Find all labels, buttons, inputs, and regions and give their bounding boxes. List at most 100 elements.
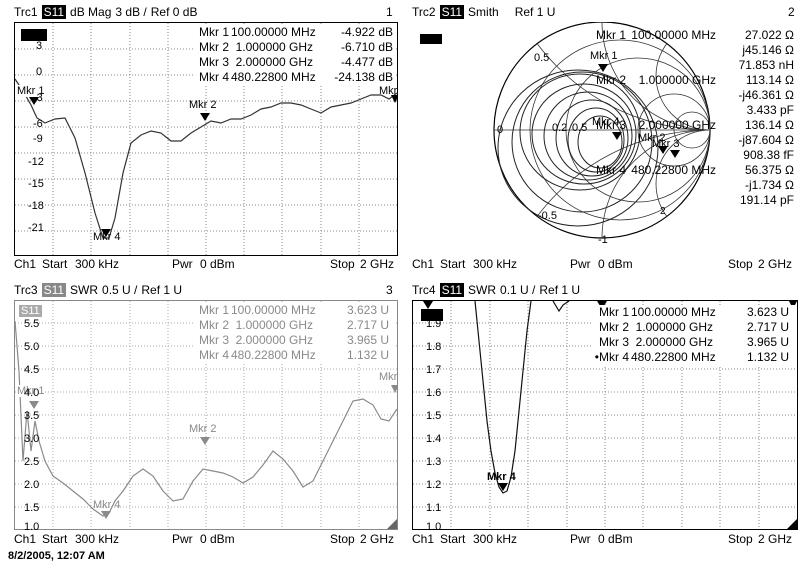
marker-row: 908.38 fF	[590, 148, 796, 163]
plot-label-mkr1: Mkr 1	[590, 50, 618, 62]
trace-line	[474, 301, 532, 494]
marker-row: -j46.361 Ω	[590, 88, 796, 103]
channel-label: Ch1	[412, 257, 435, 271]
start-freq[interactable]: 300 kHz	[75, 257, 120, 271]
marker-freq: 1.000000 GHz	[638, 73, 716, 87]
start-freq[interactable]: 300 kHz	[473, 257, 518, 271]
stop-freq[interactable]: 2 GHz	[758, 532, 793, 546]
marker-row: 71.853 nH	[590, 58, 796, 73]
stop-label: Stop	[330, 257, 355, 271]
marker-value: -24.138 dB	[334, 70, 393, 84]
marker-freq: 1.000000 GHz	[635, 320, 713, 334]
stop-freq[interactable]: 2 GHz	[360, 257, 395, 271]
y-tick: 5.5	[24, 318, 40, 330]
marker-3-triangle	[391, 95, 397, 103]
power-label: Pwr	[172, 257, 193, 271]
smith-label: 0.5	[572, 122, 588, 134]
y-tick: -6	[33, 118, 43, 130]
marker-freq: 100.00000 MHz	[631, 305, 716, 319]
marker-name: Mkr 1	[596, 28, 626, 42]
stop-freq[interactable]: 2 GHz	[758, 257, 793, 271]
marker-name: Mkr 3	[199, 333, 229, 347]
y-tick: 2.5	[24, 456, 40, 468]
y-tick: 5.0	[24, 341, 40, 353]
smith-label: 0	[497, 124, 504, 136]
start-label: Start	[42, 257, 68, 271]
power-value[interactable]: 0 dBm	[200, 532, 235, 546]
marker-name: Mkr 3	[596, 118, 626, 132]
format-label: dB Mag	[70, 5, 112, 19]
y-tick: -9	[33, 133, 43, 145]
y-tick: -3	[33, 92, 43, 104]
y-tick: -15	[28, 178, 44, 190]
marker-value: -6.710 dB	[340, 40, 393, 54]
stop-label: Stop	[330, 532, 355, 546]
marker-freq: 480.22800 MHz	[231, 348, 316, 362]
marker-value: -4.477 dB	[340, 55, 393, 69]
param-badge[interactable]: S11	[439, 283, 465, 297]
plot-label-mkr2: Mkr 2	[189, 423, 217, 435]
marker-value: 2.717 U	[346, 318, 389, 332]
y-tick: 1.9	[426, 318, 442, 330]
plot-label-mkr2: Mkr 2	[638, 132, 666, 144]
channel-label: Ch1	[14, 257, 37, 271]
marker-4-triangle	[612, 132, 622, 140]
ref-label: Ref 1 U	[539, 283, 581, 297]
param-badge[interactable]: S11	[439, 5, 465, 19]
start-freq[interactable]: 300 kHz	[473, 532, 518, 546]
y-tick: 2.0	[24, 479, 40, 491]
stop-freq[interactable]: 2 GHz	[360, 532, 395, 546]
panel-number: 1	[386, 5, 393, 19]
panel-number: 2	[788, 5, 795, 19]
power-value[interactable]: 0 dBm	[598, 532, 633, 546]
format-label: SWR	[468, 283, 497, 297]
power-value[interactable]: 0 dBm	[200, 257, 235, 271]
marker-name: •Mkr 4	[594, 350, 629, 364]
param-badge[interactable]: S11	[41, 283, 67, 297]
marker-3-triangle	[670, 150, 680, 158]
power-value[interactable]: 0 dBm	[598, 257, 633, 271]
smith-plot-area[interactable]: 0.5 0 0.2 0.5 -0.5 -1 2 Mkr 1 Mkr 4 Mkr …	[412, 22, 796, 254]
marker-value: 1.132 U	[746, 350, 789, 364]
marker-name: Mkr 2	[199, 40, 229, 54]
start-freq[interactable]: 300 kHz	[75, 532, 120, 546]
smith-label: -1	[598, 234, 608, 246]
marker-value: 71.853 nH	[738, 58, 794, 72]
y-tick: 1.5	[24, 502, 40, 514]
param-badge[interactable]: S11	[41, 5, 67, 19]
y-tick: 3	[36, 40, 43, 52]
smith-label: -0.5	[538, 210, 557, 222]
y-tick: 0	[36, 66, 43, 78]
